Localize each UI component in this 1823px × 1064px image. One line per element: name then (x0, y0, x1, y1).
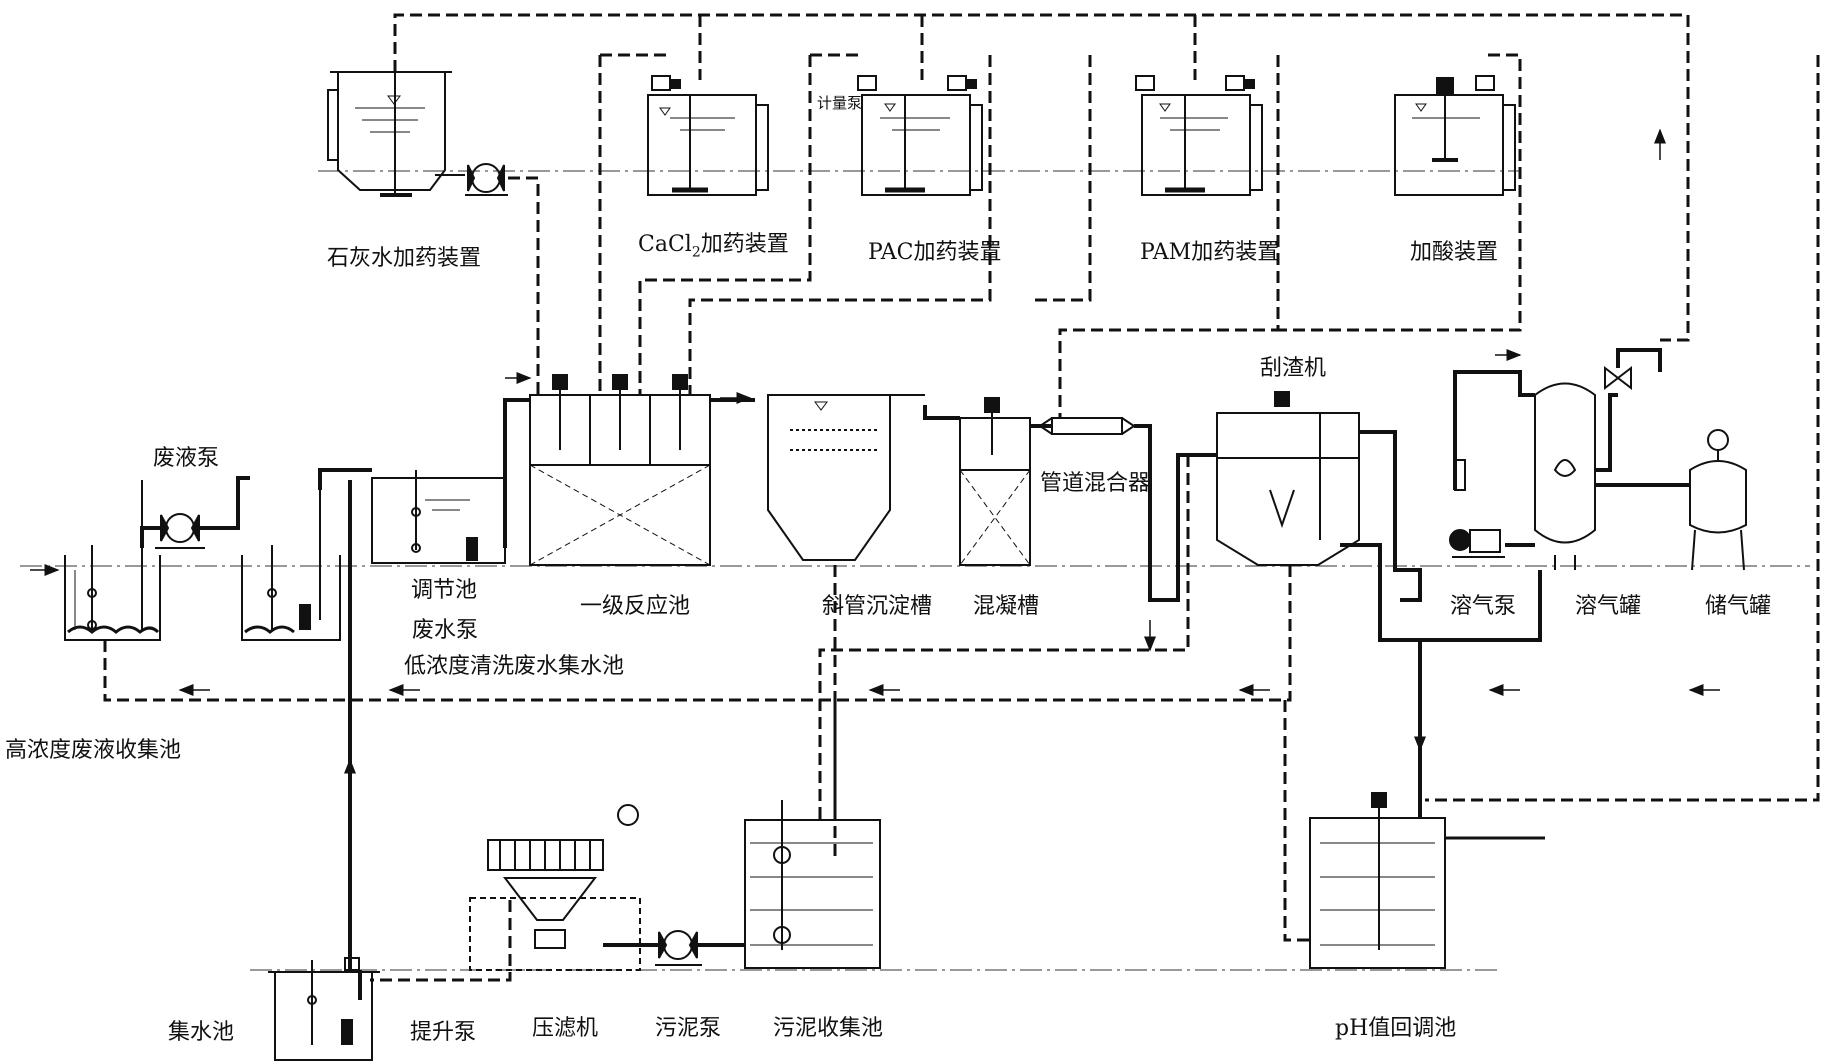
gas-storage-tank (1689, 429, 1747, 571)
pac-dosing-unit (857, 75, 983, 196)
lime-dosing-unit (327, 70, 452, 197)
label-sump: 集水池 (168, 1020, 235, 1045)
waste-liquid-pump (155, 513, 205, 549)
label-pipe-mixer: 管道混合器 (1040, 471, 1151, 496)
label-acid-unit: 加酸装置 (1410, 240, 1499, 265)
high-conc-pool (64, 480, 161, 641)
label-high-conc-pool: 高浓度废液收集池 (5, 738, 182, 763)
inclined-tube-settler (767, 394, 925, 561)
pam-dosing-unit (1135, 75, 1263, 196)
label-wastewater-pump: 废水泵 (412, 618, 479, 643)
lime-feed-pump (435, 163, 508, 196)
label-lift-pump: 提升泵 (410, 1020, 477, 1045)
label-dissolved-air-pump: 溶气泵 (1450, 594, 1517, 619)
low-conc-pool (241, 490, 341, 641)
cacl2-dosing-unit (647, 75, 769, 196)
label-dissolved-air-tank: 溶气罐 (1575, 594, 1642, 619)
flow-arrows (30, 128, 1720, 790)
pipe-mixer (1038, 417, 1136, 435)
regulating-pool (371, 470, 506, 564)
label-ph-tank: pH值回调池 (1335, 1016, 1457, 1041)
sludge-pool (744, 800, 881, 969)
ph-tank (1309, 792, 1545, 969)
label-waste-liquid-pump: 废液泵 (153, 446, 220, 471)
label-gas-storage-tank: 储气罐 (1705, 594, 1772, 619)
label-sludge-pool: 污泥收集池 (773, 1016, 884, 1041)
dissolved-air-tank (1534, 382, 1596, 570)
dissolved-air-flotation (1216, 391, 1360, 566)
dosing-lines (103, 13, 1820, 982)
label-cacl2-suffix: 加药装置 (700, 232, 789, 257)
label-metering-pump: 计量泵 (817, 94, 863, 112)
label-cacl2-prefix: CaCl (638, 232, 692, 257)
primary-reaction-pool (529, 374, 711, 566)
label-coagulation-tank: 混凝槽 (973, 594, 1040, 619)
sludge-pump (655, 930, 702, 966)
label-cacl2-unit: CaCl2加药装置 (638, 232, 789, 261)
filter-press (469, 804, 641, 971)
label-low-conc-pool: 低浓度清洗废水集水池 (404, 654, 625, 679)
process-pipes (140, 348, 1690, 1000)
label-sludge-pump: 污泥泵 (655, 1016, 722, 1041)
label-filter-press: 压滤机 (532, 1016, 599, 1041)
ground-lines (20, 170, 1810, 971)
label-cacl2-sub: 2 (691, 244, 701, 261)
label-pac-unit: PAC加药装置 (868, 240, 1002, 265)
air-valve (1604, 365, 1632, 391)
dissolved-air-pump (1449, 459, 1505, 558)
coagulation-tank (959, 397, 1031, 566)
label-primary-reaction-pool: 一级反应池 (580, 594, 691, 619)
label-regulating-pool: 调节池 (411, 578, 478, 603)
label-pam-unit: PAM加药装置 (1140, 240, 1280, 265)
sump (268, 957, 380, 1061)
label-lime-unit: 石灰水加药装置 (327, 246, 482, 271)
acid-dosing-unit (1394, 75, 1516, 196)
label-scraper: 刮渣机 (1260, 356, 1327, 381)
label-inclined-tube-settler: 斜管沉淀槽 (822, 594, 933, 619)
